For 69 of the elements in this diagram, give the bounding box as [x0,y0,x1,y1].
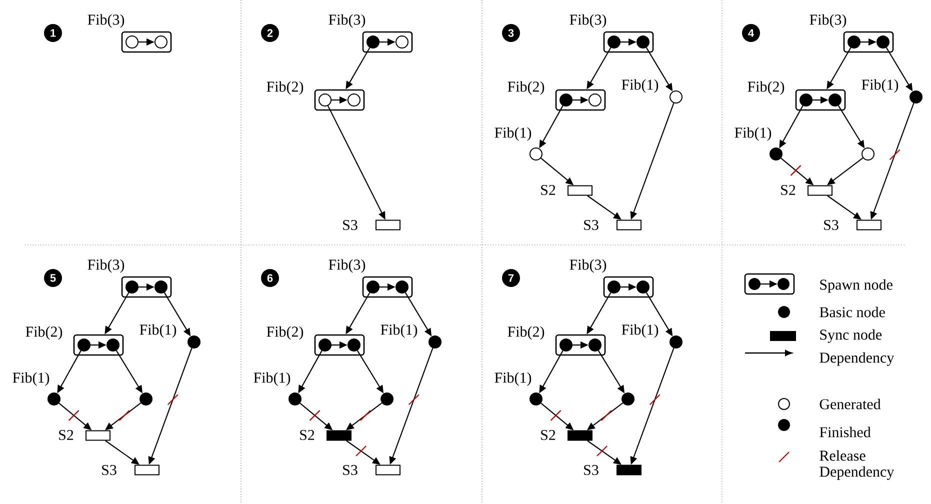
node-label: S3 [584,464,598,476]
node-label: Fib(1) [862,79,898,93]
node-label: Fib(3) [328,259,366,273]
node-label: Fib(2) [508,81,544,95]
callout-number: 3 [502,24,520,42]
legend-label: Release Dependency [820,450,894,480]
node-label: S2 [59,430,74,440]
generated-node [126,36,138,48]
node-label: Fib(3) [328,14,366,28]
legend-label: Dependency [820,352,894,366]
finished-node [560,94,572,106]
callout-number: 2 [261,24,279,42]
node-label: Fib(1) [380,324,418,338]
generated-node [348,94,360,106]
callout-number: 5 [44,269,62,287]
node-label: Fib(1) [734,127,772,141]
finished-node [140,392,152,406]
node-label: Fib(3) [88,259,124,273]
node-label: Fib(1) [494,127,532,141]
finished-node [608,280,620,294]
legend-label: Generated [820,398,881,410]
generated-node [154,36,168,48]
generated-node [318,94,332,106]
callout-number: 1 [44,24,62,42]
finished-node [608,36,620,48]
node-label: S3 [584,220,598,230]
finished-node [366,280,380,294]
finished-node [622,392,634,406]
generated-node [396,36,408,48]
node-label: Fib(3) [570,259,606,273]
node-label: Fib(1) [140,324,176,338]
node-label: S2 [541,184,556,196]
node-label: Fib(1) [254,372,290,386]
node-label: Fib(2) [266,81,304,95]
finished-node [848,36,860,48]
node-label: Fib(1) [12,372,50,386]
finished-node [78,338,90,352]
node-label: S3 [102,464,116,476]
node-label: Fib(2) [26,326,62,340]
callout-number: 6 [261,269,279,287]
node-label: Fib(3) [570,14,606,28]
legend-label: Finished [820,426,871,438]
generated-node [588,94,602,106]
node-label: S3 [824,220,838,230]
node-label: Fib(3) [810,14,846,28]
callout-number: 4 [742,24,760,42]
finished-node [800,94,812,106]
node-label: Fib(1) [494,372,532,386]
node-label: Fib(2) [266,326,304,340]
legend-label: Sync node [820,329,882,343]
node-label: Fib(1) [622,324,658,338]
node-label: S2 [781,184,796,196]
node-label: Fib(3) [88,14,124,28]
finished-node [318,338,332,352]
finished-node [560,338,572,352]
node-label: Fib(2) [508,326,544,340]
finished-node [380,392,394,406]
legend-label: Spawn node [820,279,892,293]
legend-label: Basic node [820,306,885,318]
generated-node [862,148,874,160]
finished-node [126,280,138,294]
node-label: S2 [300,430,314,440]
finished-node [366,36,380,48]
callout-number: 7 [502,269,520,287]
node-label: Fib(2) [748,81,784,95]
node-label: Fib(1) [622,79,658,93]
node-label: S2 [541,430,556,440]
node-label: S3 [343,220,358,230]
node-label: S3 [343,464,358,476]
